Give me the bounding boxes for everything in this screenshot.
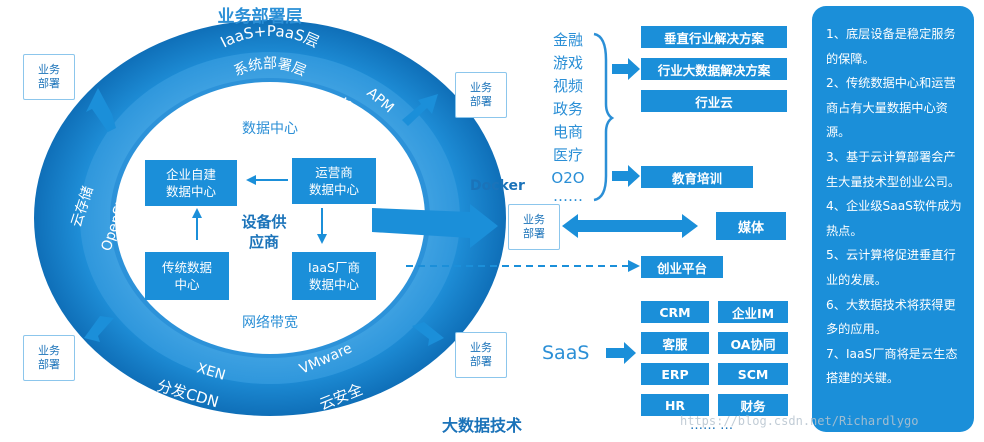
notes-panel: 1、底层设备是稳定服务的保障。 2、传统数据中心和运营商占有大量数据中心资源。 … <box>812 6 974 432</box>
deploy-box-top-right: 业务 部署 <box>455 72 507 118</box>
core-bottom-label: 网络带宽 <box>242 315 298 331</box>
note-5: 5、云计算将促进垂直行业的发展。 <box>826 248 956 287</box>
industry-cloud-box: 行业云 <box>641 90 787 112</box>
core-arrows <box>192 175 327 244</box>
media-box: 媒体 <box>716 212 786 240</box>
industry-gaming: 游戏 <box>552 54 583 72</box>
industry-finance: 金融 <box>552 31 583 49</box>
big-data-title: 大数据技术 <box>441 416 522 435</box>
note-3: 3、基于云计算部署会产生大量技术型创业公司。 <box>826 149 961 189</box>
dashed-arrowhead <box>628 260 640 272</box>
saas-item-finance: 财务 <box>718 394 788 416</box>
saas-item-im: 企业IM <box>718 301 788 323</box>
traditional-datacenter-box: 传统数据 中心 <box>145 252 229 300</box>
saas-label: SaaS <box>542 342 590 364</box>
note-4: 4、企业级SaaS软件成为热点。 <box>826 199 962 238</box>
big-data-solution-box: 行业大数据解决方案 <box>641 58 787 80</box>
saas-item-erp: ERP <box>641 363 709 385</box>
arrow-deploy-media <box>562 214 698 238</box>
right-side-connectors <box>406 32 698 364</box>
arrow-up-left <box>86 88 116 132</box>
core-center-label-line2: 应商 <box>248 233 279 251</box>
arrow-to-deploy <box>372 204 498 248</box>
arrow-to-big-data-solutions <box>612 58 640 80</box>
arrow-to-saas <box>606 342 636 364</box>
deploy-box-bottom-right: 业务 部署 <box>455 332 507 378</box>
watermark: https://blog.csdn.net/Richardlygo <box>680 414 919 428</box>
ring-middle-bottom-left-label: XEN <box>195 360 227 383</box>
note-2: 2、传统数据中心和运营商占有大量数据中心资源。 <box>826 76 956 140</box>
education-training-box: 教育培训 <box>641 166 753 188</box>
industry-ecommerce: 电商 <box>552 123 583 141</box>
arrow-up-right <box>402 94 438 126</box>
core-center-label: 设备供 应商 <box>228 212 300 252</box>
note-1: 1、底层设备是稳定服务的保障。 <box>826 27 956 66</box>
saas-item-service: 客服 <box>641 332 709 354</box>
industry-list: 金融 游戏 视频 政务 电商 医疗 O2O …… <box>544 30 592 210</box>
arrow-down-left <box>84 316 114 342</box>
industry-video: 视频 <box>552 77 583 95</box>
ring-middle-top-label: 系统部署层 <box>232 56 309 80</box>
industry-brace <box>593 32 615 202</box>
arrow-to-education <box>612 165 640 187</box>
core-top-label: 数据中心 <box>242 121 298 137</box>
docker-label: Docker <box>470 178 525 194</box>
saas-item-oa: OA协同 <box>718 332 788 354</box>
note-7: 7、IaaS厂商将是云生态搭建的关键。 <box>826 346 958 386</box>
iaas-vendor-datacenter-box: IaaS厂商 数据中心 <box>292 252 376 300</box>
deploy-box-bottom-left: 业务 部署 <box>23 335 75 381</box>
deploy-box-top-left: 业务 部署 <box>23 54 75 100</box>
ring-arrows <box>84 88 498 346</box>
arrow-down-right <box>412 322 444 346</box>
industry-more: …… <box>553 187 583 205</box>
startup-platform-box: 创业平台 <box>641 256 723 278</box>
saas-item-hr: HR <box>641 394 709 416</box>
industry-o2o: O2O <box>551 169 585 187</box>
operator-datacenter-box: 运营商 数据中心 <box>292 158 376 204</box>
note-6: 6、大数据技术将获得更多的应用。 <box>826 297 956 337</box>
deploy-box-docker: 业务 部署 <box>508 204 560 250</box>
bottom-partial-text: …… … <box>690 418 734 433</box>
enterprise-datacenter-box: 企业自建 数据中心 <box>145 160 237 206</box>
industry-medical: 医疗 <box>552 146 583 164</box>
vertical-solution-box: 垂直行业解决方案 <box>641 26 787 48</box>
saas-item-crm: CRM <box>641 301 709 323</box>
industry-government: 政务 <box>552 100 583 118</box>
diagram-title: 业务部署层 <box>217 7 303 27</box>
core-center-label-line1: 设备供 <box>241 213 287 231</box>
saas-item-scm: SCM <box>718 363 788 385</box>
